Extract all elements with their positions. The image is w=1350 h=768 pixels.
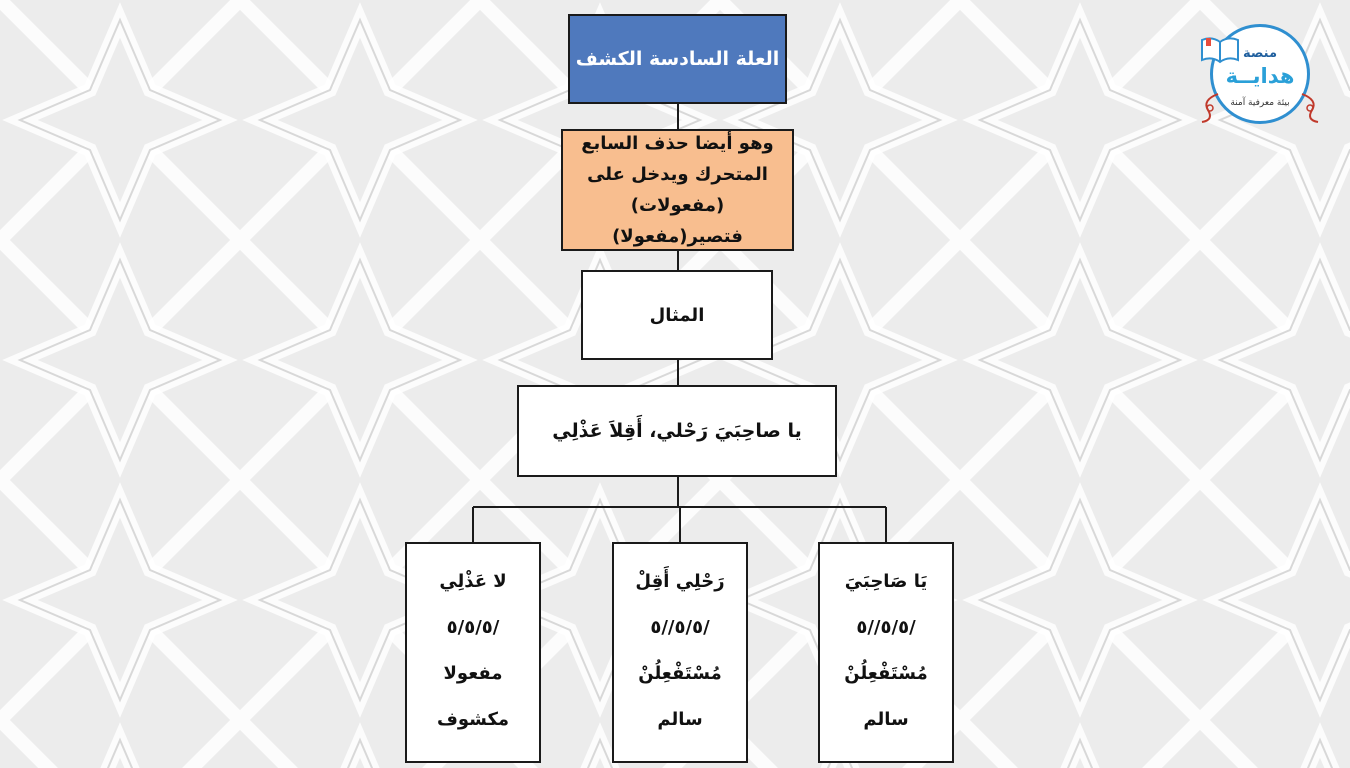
logo-line2: هدايــة [1225, 64, 1295, 88]
foot-text: لا عَذْلِي [439, 571, 507, 592]
title-node: العلة السادسة الكشف [568, 14, 787, 104]
foot-pattern: /٥/٥//٥ [856, 617, 916, 638]
description-line: المتحرك ويدخل على [587, 164, 768, 185]
ornament-left-icon [1201, 93, 1219, 123]
foot-status: سالم [863, 709, 909, 730]
foot-pattern: /٥/٥//٥ [650, 617, 710, 638]
foot-text: يَا صَاحِبَيَ [844, 571, 928, 592]
verse-text: يا صاحِبَيَ رَحْلي، أَقِلاَ عَذْلِي [552, 420, 802, 442]
foot-node-2: رَحْلِي أَقِلْ /٥/٥//٥ مُسْتَفْعِلُنْ سا… [612, 542, 748, 763]
foot-text: رَحْلِي أَقِلْ [635, 571, 725, 592]
foot-name: مُسْتَفْعِلُنْ [844, 663, 928, 684]
foot-name: مُسْتَفْعِلُنْ [638, 663, 722, 684]
description-node: وهو أيضا حذف السابع المتحرك ويدخل على (م… [561, 129, 794, 251]
foot-pattern: /٥/٥/٥ [446, 617, 500, 638]
book-icon [1201, 37, 1239, 64]
logo-tagline: بيئة معرفية آمنة [1230, 98, 1290, 108]
foot-node-1: يَا صَاحِبَيَ /٥/٥//٥ مُسْتَفْعِلُنْ سال… [818, 542, 954, 763]
platform-logo: منصة هدايــة بيئة معرفية آمنة [1198, 24, 1322, 128]
example-label-text: المثال [649, 304, 705, 326]
foot-status: سالم [657, 709, 703, 730]
ornament-right-icon [1301, 93, 1319, 123]
foot-node-3: لا عَذْلِي /٥/٥/٥ مفعولا مكشوف [405, 542, 541, 763]
foot-name: مفعولا [443, 663, 503, 684]
foot-status: مكشوف [436, 709, 510, 730]
logo-line1: منصة [1242, 46, 1278, 61]
description-line: (مفعولات) فتصير(مفعولا) [612, 195, 743, 247]
title-text: العلة السادسة الكشف [575, 48, 780, 70]
verse-node: يا صاحِبَيَ رَحْلي، أَقِلاَ عَذْلِي [517, 385, 837, 477]
description-line: وهو أيضا حذف السابع [581, 133, 774, 154]
example-label-node: المثال [581, 270, 773, 360]
